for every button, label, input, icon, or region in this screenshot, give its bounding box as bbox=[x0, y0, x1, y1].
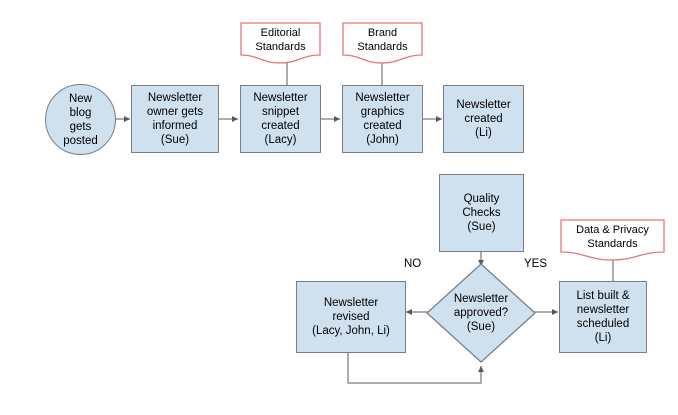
note-shape bbox=[560, 219, 665, 261]
note-data-privacy-standards[interactable]: Data & Privacy Standards bbox=[560, 219, 665, 261]
note-editorial-standards-label: Editorial Standards bbox=[255, 27, 306, 53]
node-quality-checks[interactable]: Quality Checks (Sue) bbox=[439, 174, 524, 252]
connector-revised-loop-back bbox=[347, 353, 484, 384]
node-graphics-created[interactable]: Newsletter graphics created (John) bbox=[342, 85, 423, 153]
note-brand-standards[interactable]: Brand Standards bbox=[342, 22, 423, 64]
node-approved-decision[interactable]: Newsletter approved? (Sue) bbox=[426, 263, 536, 363]
node-newsletter-created[interactable]: Newsletter created (Li) bbox=[443, 85, 524, 153]
node-approved-decision-label: Newsletter approved? (Sue) bbox=[453, 293, 509, 333]
diamond-shape bbox=[426, 263, 536, 363]
node-start[interactable]: New blog gets posted bbox=[45, 84, 116, 155]
node-list-built[interactable]: List built & newsletter scheduled (Li) bbox=[559, 281, 647, 353]
note-shape bbox=[240, 22, 321, 64]
node-start-label: New blog gets posted bbox=[63, 92, 98, 147]
note-shape bbox=[342, 22, 423, 64]
edge-label-no: NO bbox=[404, 258, 422, 270]
note-editorial-standards[interactable]: Editorial Standards bbox=[240, 22, 321, 64]
node-owner-informed-label: Newsletter owner gets informed (Sue) bbox=[146, 92, 204, 146]
node-newsletter-revised[interactable]: Newsletter revised (Lacy, John, Li) bbox=[296, 281, 406, 353]
node-quality-checks-label: Quality Checks (Sue) bbox=[462, 193, 501, 233]
node-newsletter-revised-label: Newsletter revised (Lacy, John, Li) bbox=[312, 297, 390, 337]
edge-label-yes: YES bbox=[524, 258, 548, 270]
note-brand-standards-label: Brand Standards bbox=[357, 27, 408, 53]
node-snippet-created-label: Newsletter snippet created (Lacy) bbox=[253, 92, 308, 146]
node-list-built-label: List built & newsletter scheduled (Li) bbox=[576, 290, 630, 344]
note-data-privacy-standards-label: Data & Privacy Standards bbox=[576, 224, 649, 250]
node-owner-informed[interactable]: Newsletter owner gets informed (Sue) bbox=[131, 85, 219, 153]
node-snippet-created[interactable]: Newsletter snippet created (Lacy) bbox=[240, 85, 321, 153]
node-newsletter-created-label: Newsletter created (Li) bbox=[456, 99, 511, 139]
node-graphics-created-label: Newsletter graphics created (John) bbox=[355, 92, 410, 146]
